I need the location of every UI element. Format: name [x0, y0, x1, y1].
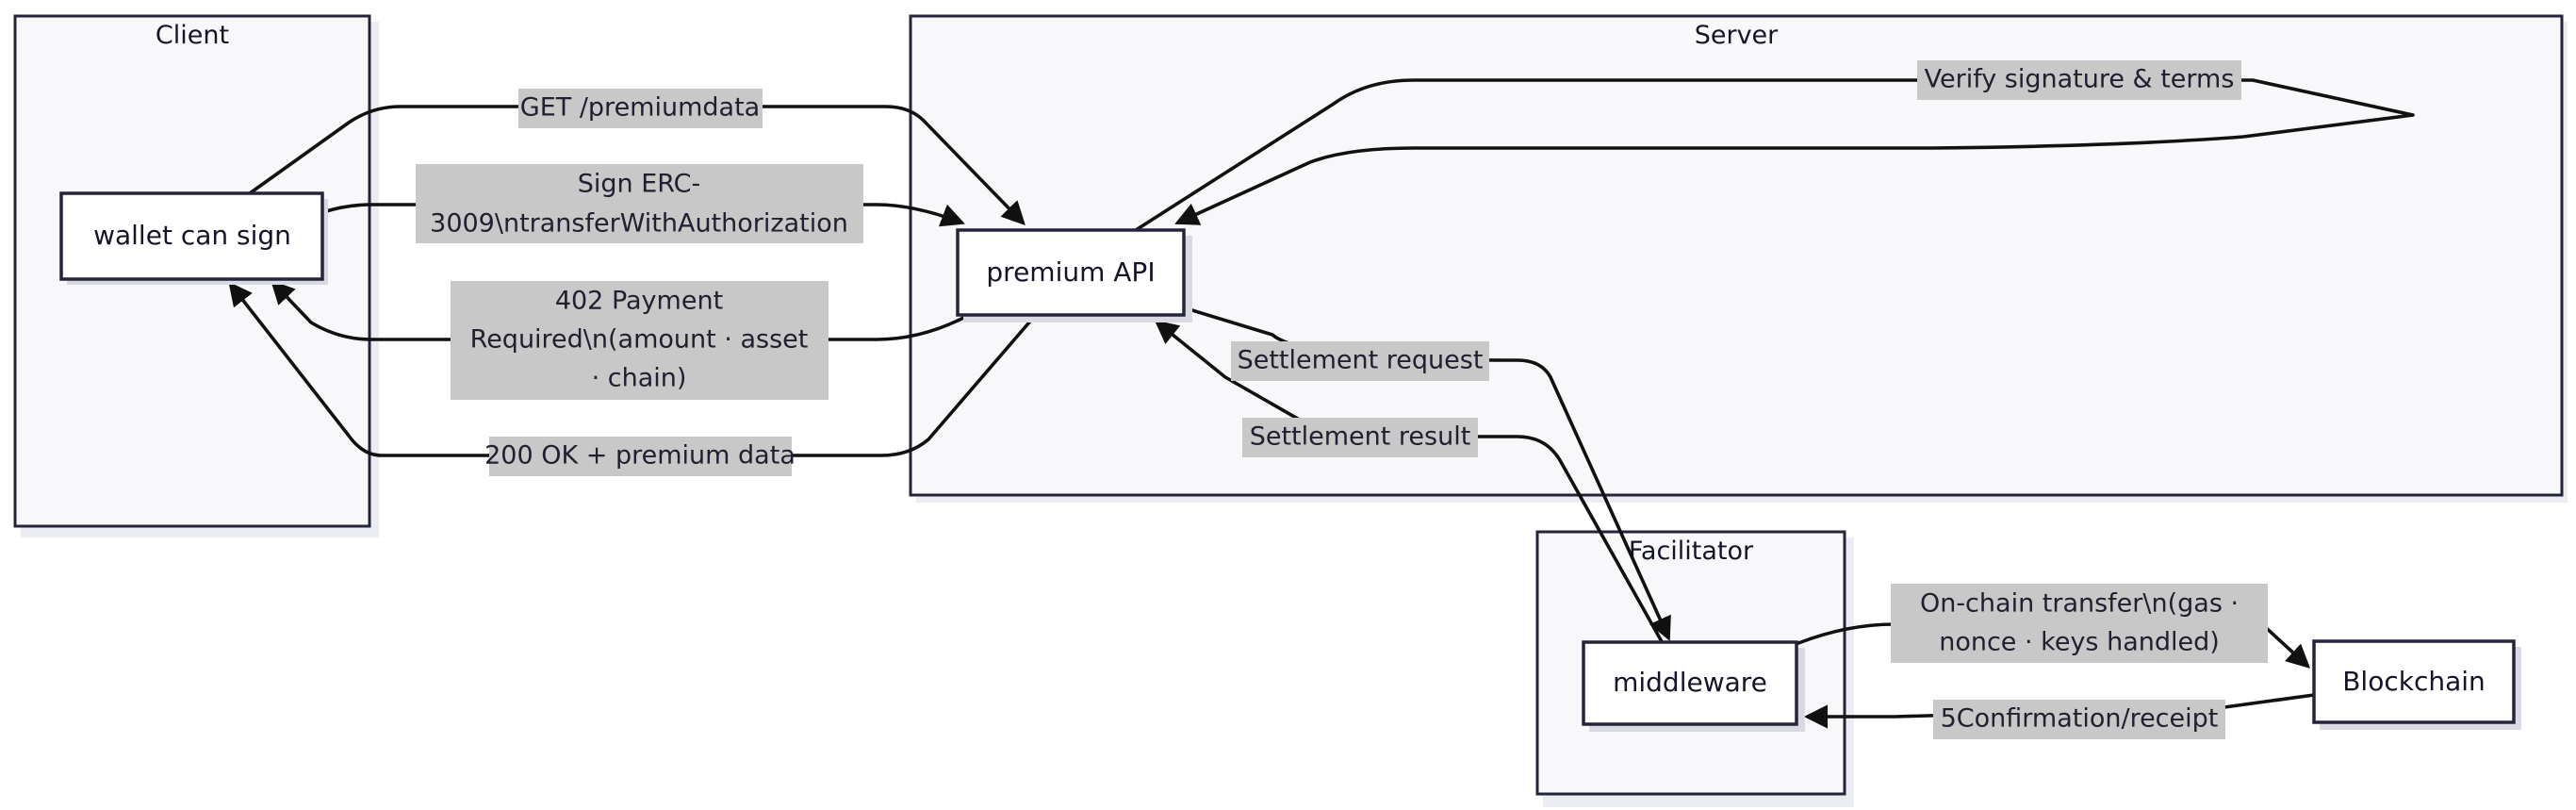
edge-label-confirmation: 5Confirmation/receipt: [1933, 700, 2225, 739]
edge-verify: [1134, 78, 2415, 232]
edge-label-onchain-line-1: On-chain transfer\n(gas ·: [1920, 589, 2239, 619]
edge-payment-required: [271, 279, 973, 341]
edge-label-payment-required-line-3: · chain): [592, 364, 687, 393]
node-middleware[interactable]: middleware: [1582, 640, 1805, 732]
cluster-facilitator-title: Facilitator: [1629, 537, 1754, 566]
node-premium-api-label: premium API: [986, 256, 1155, 288]
edge-label-payment-required-line-1: 402 Payment: [555, 287, 723, 316]
node-premium-api[interactable]: premium API: [956, 228, 1192, 322]
edge-label-settlement-request-text: Settlement request: [1238, 346, 1484, 375]
edge-label-settlement-request: Settlement request: [1231, 341, 1489, 381]
edge-label-sign-line-2: 3009\ntransferWithAuthorization: [430, 209, 848, 239]
edge-label-verify: Verify signature & terms: [1917, 60, 2241, 100]
edge-label-ok-response: 200 OK + premium data: [484, 437, 796, 476]
edge-label-settlement-result: Settlement result: [1242, 418, 1478, 457]
node-blockchain[interactable]: Blockchain: [2312, 639, 2521, 730]
edge-label-payment-required-line-2: Required\n(amount · asset: [470, 325, 809, 355]
edge-label-ok-response-text: 200 OK + premium data: [484, 441, 796, 471]
edge-label-payment-required: 402 Payment Required\n(amount · asset · …: [451, 281, 829, 400]
edge-label-settlement-result-text: Settlement result: [1250, 422, 1471, 452]
node-blockchain-label: Blockchain: [2342, 666, 2486, 697]
cluster-server-title: Server: [1695, 21, 1779, 50]
cluster-client-title: Client: [156, 21, 229, 50]
edge-label-onchain: On-chain transfer\n(gas · nonce · keys h…: [1891, 584, 2268, 663]
edge-label-get-request: GET /premiumdata: [518, 89, 763, 128]
edge-label-get-request-text: GET /premiumdata: [520, 93, 760, 123]
node-middleware-label: middleware: [1613, 667, 1767, 698]
edge-label-verify-text: Verify signature & terms: [1925, 65, 2235, 94]
node-wallet-label: wallet can sign: [93, 220, 291, 251]
edge-label-onchain-line-2: nonce · keys handled): [1939, 628, 2220, 657]
node-wallet[interactable]: wallet can sign: [59, 191, 328, 285]
edge-label-sign-line-1: Sign ERC-: [578, 170, 701, 199]
edge-sign: [321, 203, 965, 227]
edge-label-sign: Sign ERC- 3009\ntransferWithAuthorizatio…: [416, 164, 863, 243]
edge-label-confirmation-text: 5Confirmation/receipt: [1941, 704, 2219, 734]
edge-confirmation: [1803, 693, 2316, 729]
